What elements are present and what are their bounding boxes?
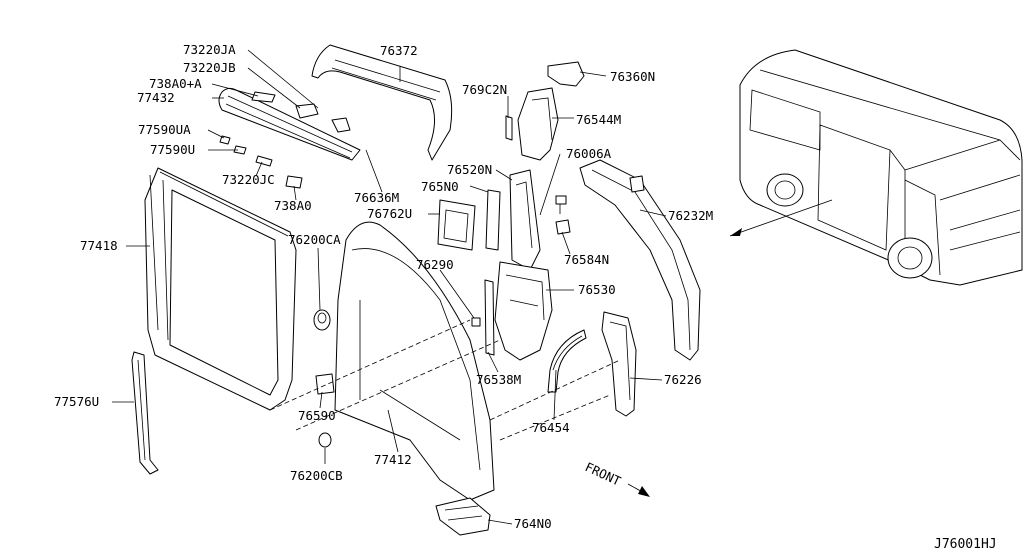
diagram-reference-code: J76001HJ (934, 537, 997, 552)
upper-rail-part (218, 87, 361, 161)
label-76006a: 76006A (566, 146, 612, 161)
label-77590ua: 77590UA (138, 122, 191, 137)
label-738a0: 738A0 (274, 198, 312, 213)
label-76544m: 76544M (576, 112, 621, 127)
label-73220jb: 73220JB (183, 60, 236, 75)
label-76200cb: 76200CB (290, 468, 343, 483)
label-77432: 77432 (137, 90, 175, 105)
label-76520n: 76520N (447, 162, 492, 177)
label-76290: 76290 (416, 257, 454, 272)
label-76360n: 76360N (610, 69, 655, 84)
label-76636m: 76636M (354, 190, 399, 205)
alignment-lines (269, 319, 621, 441)
label-769c2n: 769C2N (462, 82, 507, 97)
pillar-inner-parts (437, 115, 541, 271)
front-label: FRONT (583, 459, 624, 489)
long-pillar-part (579, 159, 701, 361)
label-76762u: 76762U (367, 206, 412, 221)
rear-lower-pillar-part (601, 311, 637, 417)
label-764n0: 764N0 (514, 516, 552, 531)
label-76454: 76454 (532, 420, 570, 435)
label-77576u: 77576U (54, 394, 99, 409)
label-77590u: 77590U (150, 142, 195, 157)
small-pillar-parts (471, 279, 495, 356)
roof-header-part (311, 44, 453, 161)
small-clips (219, 135, 303, 189)
bolt-and-clip (555, 195, 571, 235)
label-76538m: 76538M (476, 372, 521, 387)
upper-pillar-parts (517, 61, 585, 161)
grommets-and-bracket (313, 309, 335, 448)
label-765n0: 765N0 (421, 179, 459, 194)
label-76200ca: 76200CA (288, 232, 341, 247)
vehicle-illustration (729, 49, 1023, 286)
lower-pillar-assembly (494, 261, 553, 361)
label-73220ja: 73220JA (183, 42, 236, 57)
label-738a0a: 738A0+A (149, 76, 202, 91)
label-76590: 76590 (298, 408, 336, 423)
label-76584n: 76584N (564, 252, 609, 267)
wheel-arch-part (547, 329, 587, 393)
leader-lines (112, 49, 667, 525)
label-76372: 76372 (380, 43, 418, 58)
label-76530: 76530 (578, 282, 616, 297)
side-panel-frame-part (144, 167, 297, 411)
lower-bracket-part (435, 497, 491, 536)
front-direction-indicator: FRONT (583, 459, 650, 497)
label-73220jc: 73220JC (222, 172, 275, 187)
outer-body-panel-part (334, 221, 495, 501)
label-77418: 77418 (80, 238, 118, 253)
label-77412: 77412 (374, 452, 412, 467)
label-76232m: 76232M (668, 208, 713, 223)
label-76226: 76226 (664, 372, 702, 387)
lower-strip-part (131, 351, 159, 475)
part-number-labels: 73220JA 73220JB 738A0+A 77432 77590UA 77… (54, 42, 713, 531)
